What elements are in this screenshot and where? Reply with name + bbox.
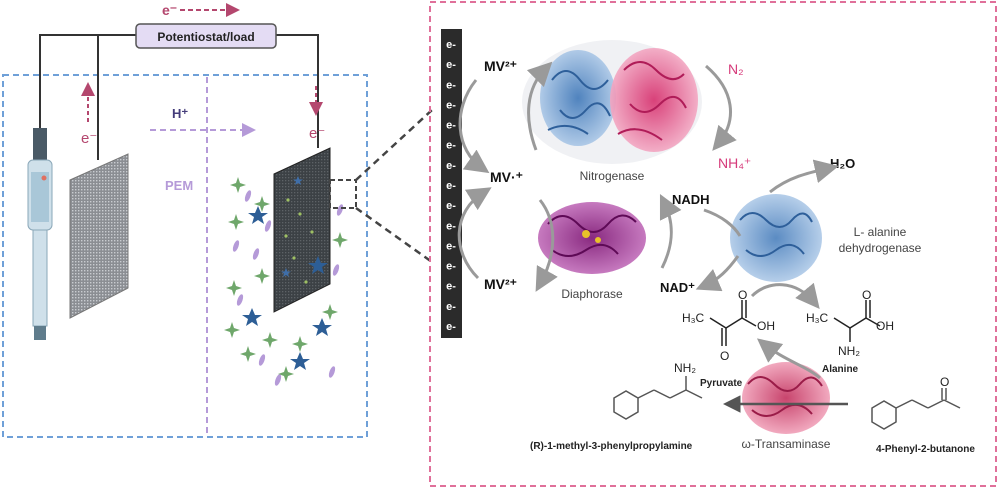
alanine-oxygen: O <box>862 288 871 302</box>
reduction-arrow-bottom <box>457 187 492 280</box>
n2-to-nh4-arrow <box>705 64 737 151</box>
potentiostat-label: Potentiostat/load <box>157 30 254 44</box>
pyruvate-to-alanine-arrow <box>750 282 820 309</box>
electrode-charge-label: e- <box>446 39 456 51</box>
alanine-h3c: H₃C <box>806 311 829 325</box>
zoom-line-top <box>355 109 433 181</box>
cascade-panel: e-e-e-e-e-e-e-e-e-e-e-e-e-e-e- MV²⁺ MV·⁺… <box>429 1 997 487</box>
nitrogenase-protein <box>522 40 702 164</box>
potentiostat-box <box>135 23 277 49</box>
diaphorase-label: Diaphorase <box>561 287 623 301</box>
transaminase-protein <box>742 362 830 434</box>
anode-electron-label: e⁻ <box>81 130 97 147</box>
alanine-dehydrogenase-label-line2: dehydrogenase <box>839 241 922 255</box>
substrate-structure <box>871 388 961 430</box>
pyruvate-oxygen-top: O <box>738 288 747 302</box>
nadh-label: NADH <box>672 192 710 207</box>
electrode-charge-label: e- <box>446 99 456 111</box>
dh-to-nad-arrow <box>695 255 740 292</box>
product-label: (R)-1-methyl-3-phenylpropylamine <box>530 441 693 452</box>
electrode-charge-label: e- <box>446 261 456 273</box>
electrode-charge-label: e- <box>446 140 456 152</box>
reduction-arrow-top <box>458 79 490 174</box>
pyruvate-label: Pyruvate <box>700 378 743 389</box>
electrode-charge-label: e- <box>446 180 456 192</box>
electrode-charge-labels: e-e-e-e-e-e-e-e-e-e-e-e-e-e-e- <box>446 39 456 333</box>
alanine-to-pyruvate-arrow <box>756 338 821 380</box>
electrode-charge-label: e- <box>446 200 456 212</box>
electrode-charge-label: e- <box>446 281 456 293</box>
working-electrode <box>273 147 331 313</box>
n2-label: N₂ <box>728 61 744 77</box>
mv-oxidized-bottom: MV²⁺ <box>484 276 517 292</box>
substrate-oxygen: O <box>940 375 949 389</box>
nh4-to-h2o-arrow <box>769 159 839 194</box>
alanine-dehydrogenase-label-line1: L- alanine <box>854 225 907 239</box>
mv-reduced-to-oxidized-arrow <box>526 61 553 151</box>
electrode-charge-label: e- <box>446 301 456 313</box>
pyruvate-structure <box>709 300 757 346</box>
pyruvate-h3c: H₃C <box>682 311 705 325</box>
alanine-label: Alanine <box>822 364 859 375</box>
diaphorase-protein <box>538 202 646 274</box>
electrochemical-cell: Potentiostat/load e⁻ e⁻ e⁻ H⁺ PEM <box>2 2 433 438</box>
electrode-charge-label: e- <box>446 321 456 333</box>
electrode-strip <box>441 29 462 338</box>
nadh-to-nad-arrow <box>703 208 742 237</box>
wire-left <box>39 34 136 130</box>
substrate-label: 4-Phenyl-2-butanone <box>876 444 975 455</box>
electrode-charge-label: e- <box>446 240 456 252</box>
mv-reduced-to-diaphorase-arrow <box>535 199 558 292</box>
mv-oxidized-top: MV²⁺ <box>484 58 517 74</box>
zoom-region <box>329 179 357 209</box>
nh4-label: NH₄⁺ <box>718 155 751 171</box>
electrode-charge-label: e- <box>446 120 456 132</box>
nad-label: NAD⁺ <box>660 280 695 295</box>
product-nh2: NH₂ <box>674 361 696 375</box>
product-structure <box>613 376 703 420</box>
alanine-nh2: NH₂ <box>838 344 860 358</box>
counter-electrode <box>69 153 129 319</box>
alanine-oh: OH <box>876 319 894 333</box>
pyruvate-oxygen-bottom: O <box>720 349 729 363</box>
h2o-label: H₂O <box>830 156 855 171</box>
reference-electrode <box>27 128 53 340</box>
nitrogenase-label: Nitrogenase <box>580 169 645 183</box>
electrode-charge-label: e- <box>446 220 456 232</box>
top-electron-label: e⁻ <box>162 2 177 18</box>
cathode-electron-label: e⁻ <box>309 125 325 142</box>
nad-to-nadh-arrow <box>659 193 682 269</box>
zoom-line-bottom <box>355 206 433 264</box>
cell-outline <box>2 74 368 438</box>
alanine-dehydrogenase-protein <box>730 194 822 282</box>
electrode-charge-label: e- <box>446 79 456 91</box>
pyruvate-oh: OH <box>757 319 775 333</box>
alanine-structure <box>833 300 881 342</box>
proton-label: H⁺ <box>172 106 188 121</box>
electrode-charge-label: e- <box>446 160 456 172</box>
electrode-charge-label: e- <box>446 59 456 71</box>
transaminase-label: ω-Transaminase <box>742 437 831 451</box>
pem-label: PEM <box>165 178 193 193</box>
mv-reduced: MV·⁺ <box>490 169 523 185</box>
cascade-panel-border <box>429 1 997 487</box>
